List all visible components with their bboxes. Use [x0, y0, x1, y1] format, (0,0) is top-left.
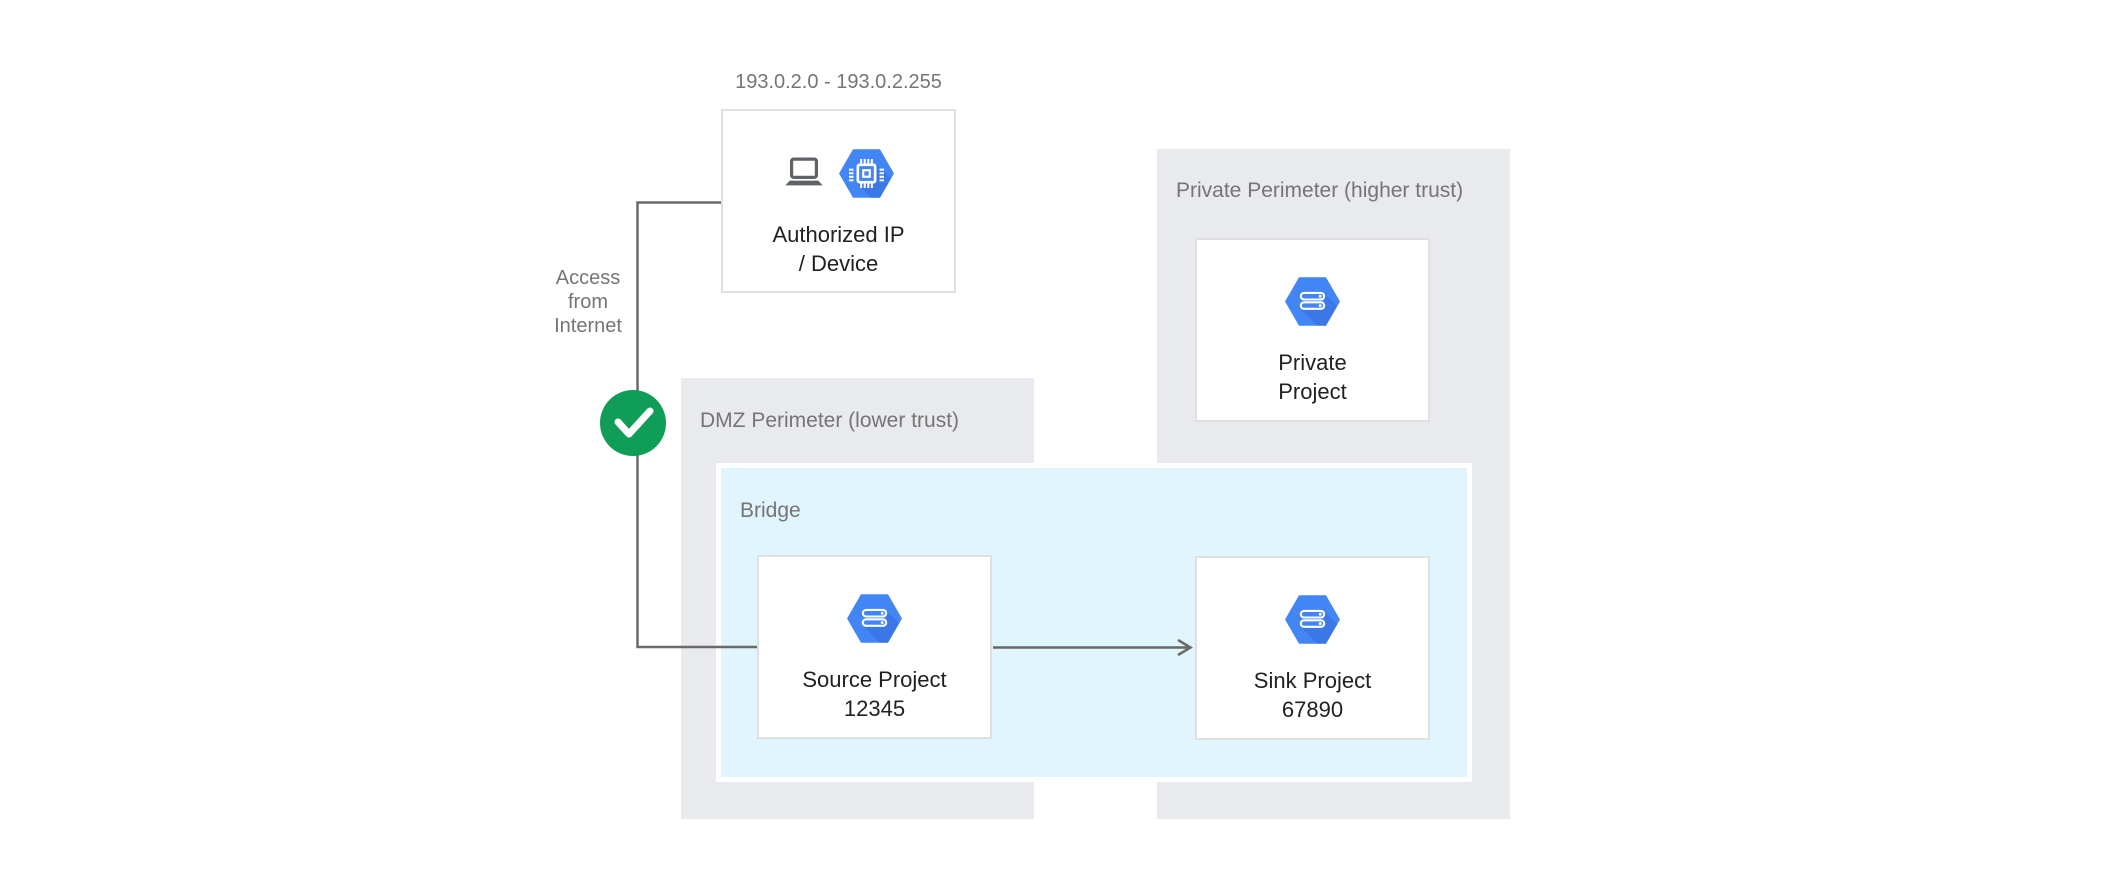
authorized-ip-device-node: Authorized IP / Device: [721, 109, 956, 293]
project-icon: [1284, 594, 1341, 645]
private-project-node: Private Project: [1195, 238, 1430, 422]
access-from-internet-label: Access from Internet: [538, 266, 638, 338]
laptop-icon: [783, 157, 825, 190]
check-icon: [600, 390, 666, 456]
authorized-node-icons: [783, 148, 895, 199]
compute-engine-icon: [838, 148, 895, 199]
project-icon: [1284, 276, 1341, 327]
source-project-label: Source Project 12345: [802, 667, 947, 721]
access-label-line: from: [568, 291, 608, 313]
source-project-node: Source Project 12345: [757, 555, 992, 739]
access-label-line: Access: [555, 267, 621, 289]
sink-project-node: Sink Project 67890: [1195, 556, 1430, 740]
access-label-line: Internet: [554, 315, 622, 337]
project-icon: [846, 593, 903, 644]
private-project-label: Private Project: [1278, 350, 1347, 404]
sink-project-label: Sink Project 67890: [1253, 668, 1372, 722]
bridge-label: Bridge: [740, 499, 801, 522]
ip-range-label: 193.0.2.0 - 193.0.2.255: [735, 71, 942, 93]
dmz-perimeter-label: DMZ Perimeter (lower trust): [700, 409, 960, 432]
private-perimeter-label: Private Perimeter (higher trust): [1176, 179, 1464, 202]
authorized-node-label: Authorized IP / Device: [772, 222, 905, 276]
